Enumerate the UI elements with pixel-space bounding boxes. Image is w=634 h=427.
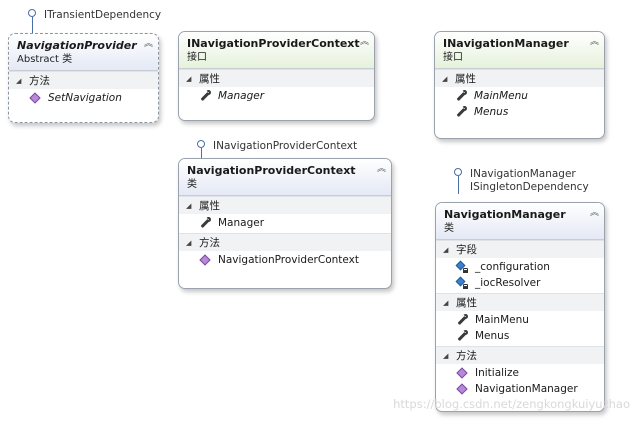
member-row[interactable]: Menus (436, 328, 604, 344)
wrench-icon (199, 217, 211, 229)
section-header-fields[interactable]: ◢ 字段 (436, 240, 604, 258)
class-header: NavigationProvider Abstract 类 ︽ (9, 34, 158, 71)
method-icon (456, 383, 468, 395)
interface-label-navigation-manager: INavigationManager ISingletonDependency (452, 168, 589, 194)
class-box-navigation-manager[interactable]: NavigationManager 类 ︽ ◢ 字段 _configuratio… (435, 202, 605, 412)
class-stereotype: 类 (187, 179, 197, 190)
expand-triangle-icon: ◢ (443, 245, 449, 254)
private-field-icon (456, 261, 468, 273)
expand-triangle-icon: ◢ (186, 238, 192, 247)
interface-header: INavigationProviderContext 接口 ︽ (179, 32, 374, 69)
member-row[interactable]: Manager (179, 215, 391, 231)
section-header-properties[interactable]: ◢ 属性 (435, 69, 604, 87)
method-icon (29, 92, 41, 104)
member-row[interactable]: _iocResolver (436, 275, 604, 291)
wrench-icon (456, 314, 468, 326)
interface-stereotype: 接口 (443, 52, 463, 63)
section-header-methods[interactable]: ◢ 方法 (436, 346, 604, 364)
interface-box-inavigation-provider-context[interactable]: INavigationProviderContext 接口 ︽ ◢ 属性 Man… (178, 31, 375, 121)
watermark: https://blog.csdn.net/zengkongkuiyuzhao (393, 397, 630, 411)
interface-header: INavigationManager 接口 ︽ (435, 32, 604, 69)
interface-lollipop-icon (26, 9, 40, 35)
class-title: NavigationManager (444, 208, 566, 221)
interface-name: INavigationManager (470, 168, 576, 180)
member-row[interactable]: NavigationManager (436, 381, 604, 397)
expand-triangle-icon: ◢ (443, 351, 449, 360)
interface-stereotype: 接口 (187, 52, 207, 63)
section-header-properties[interactable]: ◢ 属性 (436, 293, 604, 311)
expand-triangle-icon: ◢ (186, 74, 192, 83)
private-field-icon (456, 277, 468, 289)
class-title: NavigationProviderContext (187, 164, 356, 177)
member-row[interactable]: Menus (435, 104, 604, 120)
interface-name: ISingletonDependency (470, 181, 589, 193)
member-row[interactable]: MainMenu (435, 88, 604, 104)
member-row[interactable]: SetNavigation (9, 90, 158, 106)
method-icon (456, 367, 468, 379)
class-box-navigation-provider-context[interactable]: NavigationProviderContext 类 ︽ ◢ 属性 Manag… (178, 158, 392, 289)
class-stereotype: Abstract 类 (17, 54, 73, 65)
interface-name: ITransientDependency (44, 9, 162, 21)
collapse-chevron-icon[interactable]: ︽ (376, 164, 386, 174)
wrench-icon (456, 330, 468, 342)
collapse-chevron-icon[interactable]: ︽ (143, 39, 153, 49)
method-icon (199, 254, 211, 266)
interface-name: INavigationProviderContext (213, 140, 358, 152)
interface-label-provider-context: INavigationProviderContext (195, 140, 357, 166)
class-header: NavigationManager 类 ︽ (436, 203, 604, 240)
section-header-properties[interactable]: ◢ 属性 (179, 69, 374, 87)
class-stereotype: 类 (444, 223, 454, 234)
class-box-navigation-provider[interactable]: NavigationProvider Abstract 类 ︽ ◢ 方法 Set… (8, 33, 159, 123)
wrench-icon (455, 90, 467, 102)
member-row[interactable]: MainMenu (436, 312, 604, 328)
class-title: NavigationProvider (17, 39, 137, 52)
section-header-methods[interactable]: ◢ 方法 (9, 71, 158, 89)
interface-label-transient: ITransientDependency (26, 9, 161, 35)
section-header-methods[interactable]: ◢ 方法 (179, 233, 391, 251)
member-row[interactable]: NavigationProviderContext (179, 252, 391, 268)
interface-box-inavigation-manager[interactable]: INavigationManager 接口 ︽ ◢ 属性 MainMenu Me… (434, 31, 605, 139)
class-header: NavigationProviderContext 类 ︽ (179, 159, 391, 196)
interface-lollipop-icon (195, 140, 209, 166)
interface-title: INavigationProviderContext (187, 37, 360, 50)
expand-triangle-icon: ◢ (186, 201, 192, 210)
collapse-chevron-icon[interactable]: ︽ (589, 37, 599, 47)
section-header-properties[interactable]: ◢ 属性 (179, 196, 391, 214)
member-row[interactable]: Initialize (436, 365, 604, 381)
interface-title: INavigationManager (443, 37, 569, 50)
collapse-chevron-icon[interactable]: ︽ (359, 37, 369, 47)
wrench-icon (199, 90, 211, 102)
wrench-icon (455, 106, 467, 118)
member-row[interactable]: _configuration (436, 259, 604, 275)
expand-triangle-icon: ◢ (443, 298, 449, 307)
collapse-chevron-icon[interactable]: ︽ (589, 208, 599, 218)
expand-triangle-icon: ◢ (442, 74, 448, 83)
member-row[interactable]: Manager (179, 88, 374, 104)
expand-triangle-icon: ◢ (16, 76, 22, 85)
interface-lollipop-icon (452, 168, 466, 194)
